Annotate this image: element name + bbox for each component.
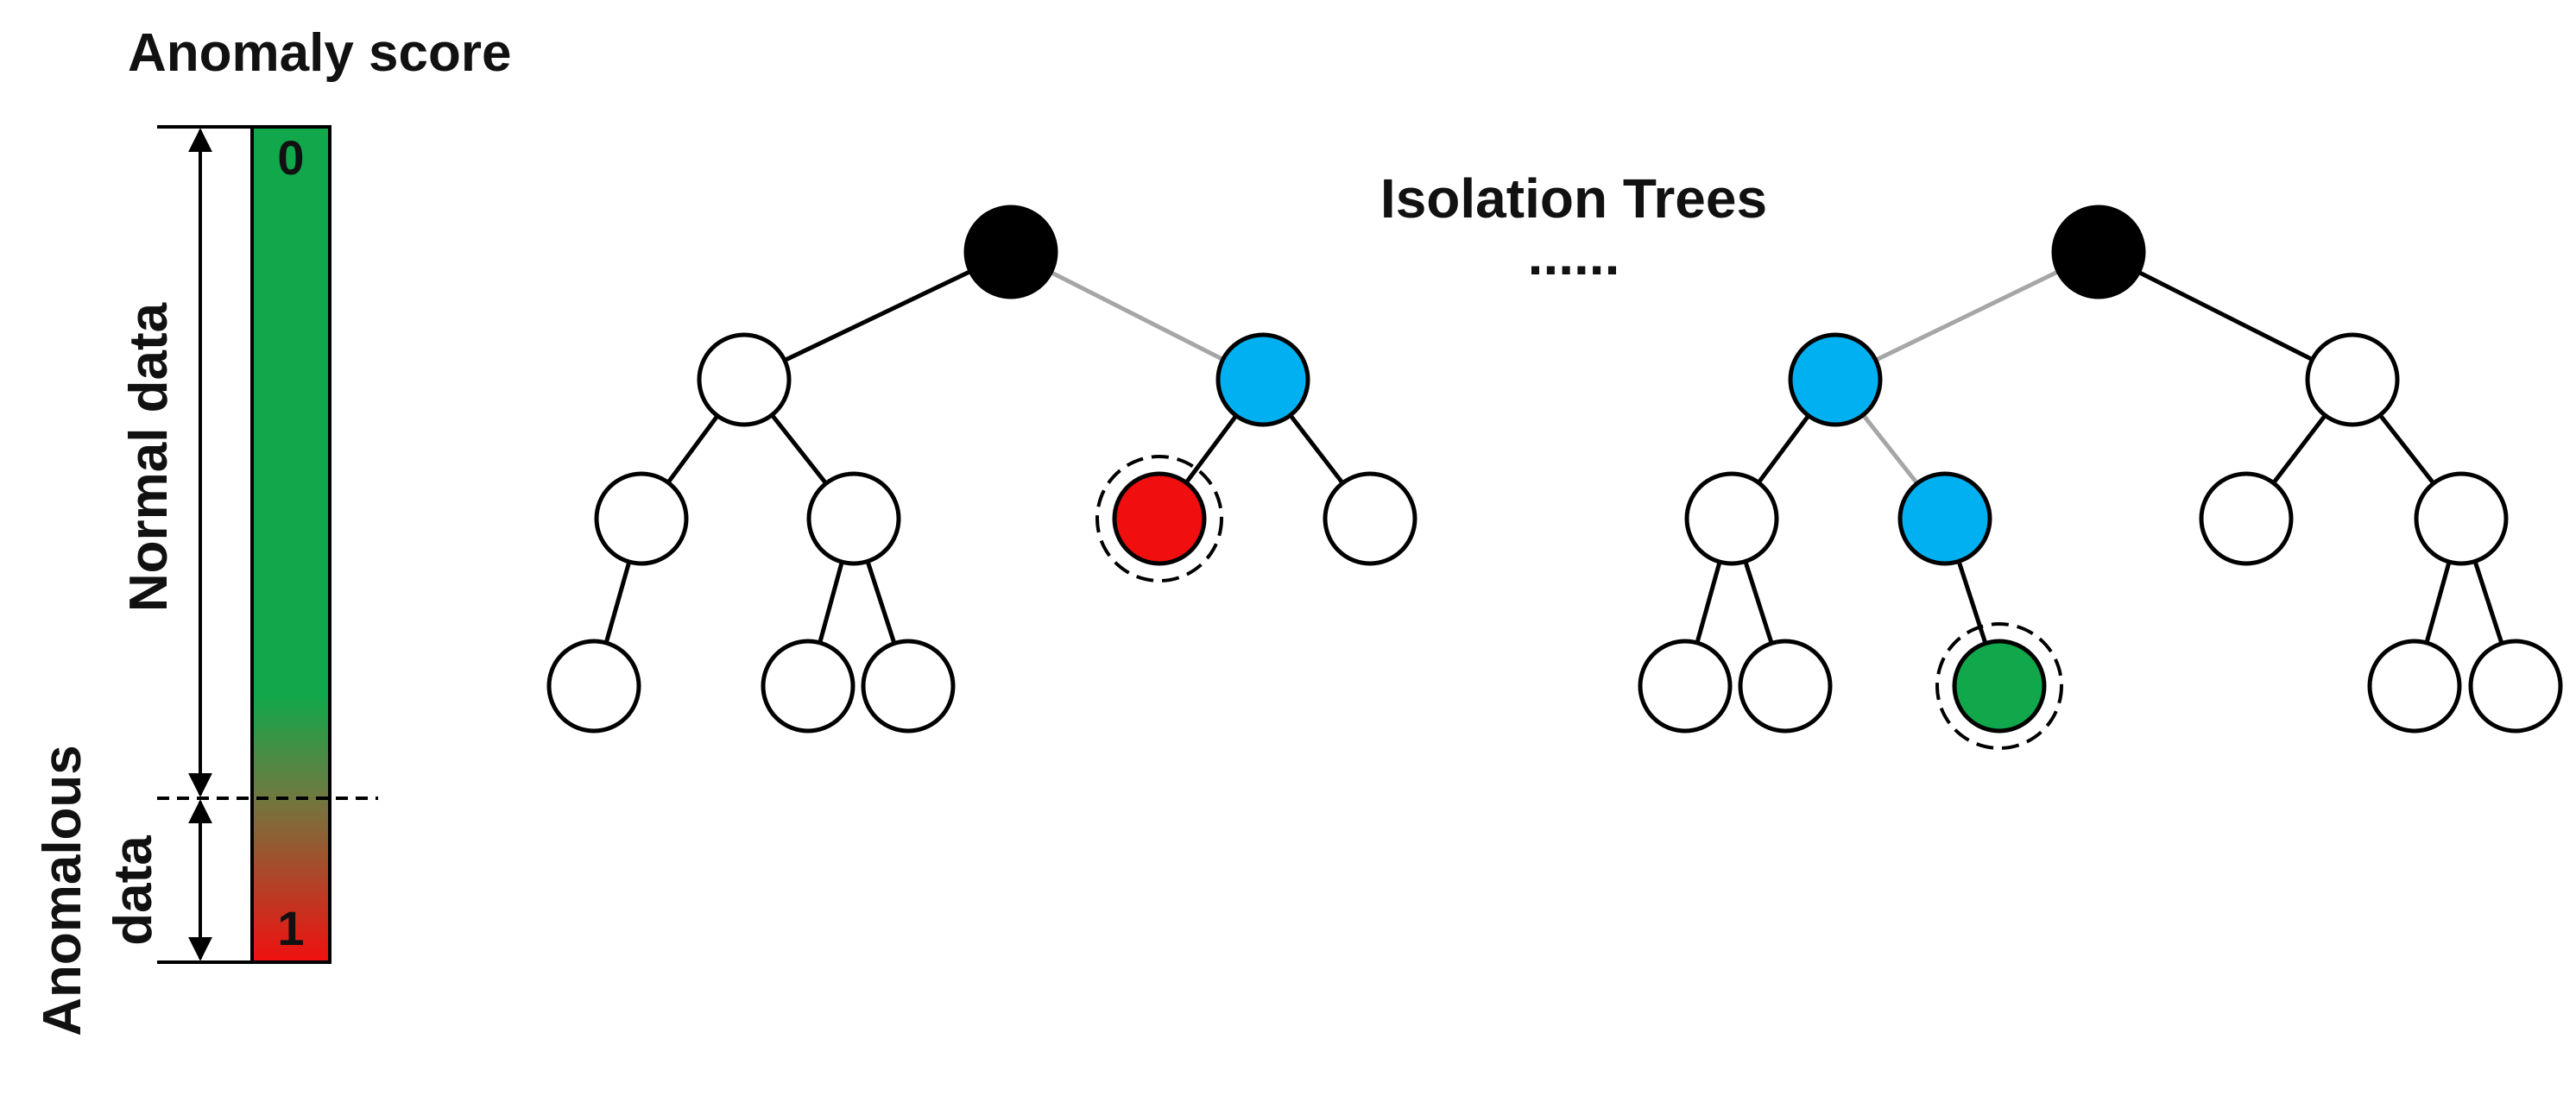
anomaly-score-title: Anomaly score [128, 23, 512, 83]
tree1-edge [742, 249, 1013, 382]
anomalous-data-label-line2: data [104, 835, 163, 946]
tree2-leaf-node [1738, 639, 1833, 734]
range-markers [157, 125, 378, 964]
isolation-tree-2 [1638, 205, 2563, 750]
tree1-anomaly-node [1112, 471, 1207, 566]
anomalous-data-label-line1: Anomalous [33, 745, 92, 1036]
tree1-node [697, 332, 792, 427]
tree2-isolated-ring [1935, 622, 2063, 750]
tree1-path-node [1215, 332, 1310, 427]
isolation-tree-1 [546, 205, 1417, 734]
score-top-value: 0 [277, 130, 304, 185]
tree2-node [2199, 471, 2294, 566]
tree2-leaf-node [2468, 639, 2563, 734]
tree1-isolated-ring [1095, 455, 1223, 582]
tree1-node [806, 471, 901, 566]
tree2-edge [2097, 249, 2354, 382]
tree2-node [2414, 471, 2509, 566]
tree2-node [2305, 332, 2400, 427]
tree1-leaf-node [861, 639, 956, 734]
tree2-leaf-node [1638, 639, 1733, 734]
tree2-path-node [1788, 332, 1883, 427]
tree1-leaf-node [761, 639, 856, 734]
normal-data-label: Normal data [119, 302, 179, 612]
tree2-normal-node [1952, 639, 2047, 734]
tree1-node [594, 471, 689, 566]
tree2-path-node [1897, 471, 1992, 566]
tree2-leaf-node [2367, 639, 2462, 734]
isolation-trees-title: Isolation Trees [1380, 167, 1767, 230]
anomaly-score-bar [250, 125, 331, 964]
tree2-root-node [2051, 205, 2146, 299]
tree2-node [1684, 471, 1779, 566]
score-bottom-value: 1 [277, 901, 304, 955]
tree2-edge-path [1834, 249, 2100, 382]
tree1-edge-path [1009, 249, 1265, 382]
tree1-node [1323, 471, 1417, 566]
tree1-root-node [963, 205, 1058, 299]
ellipsis: ...... [1528, 224, 1620, 287]
tree1-leaf-node [546, 639, 641, 734]
